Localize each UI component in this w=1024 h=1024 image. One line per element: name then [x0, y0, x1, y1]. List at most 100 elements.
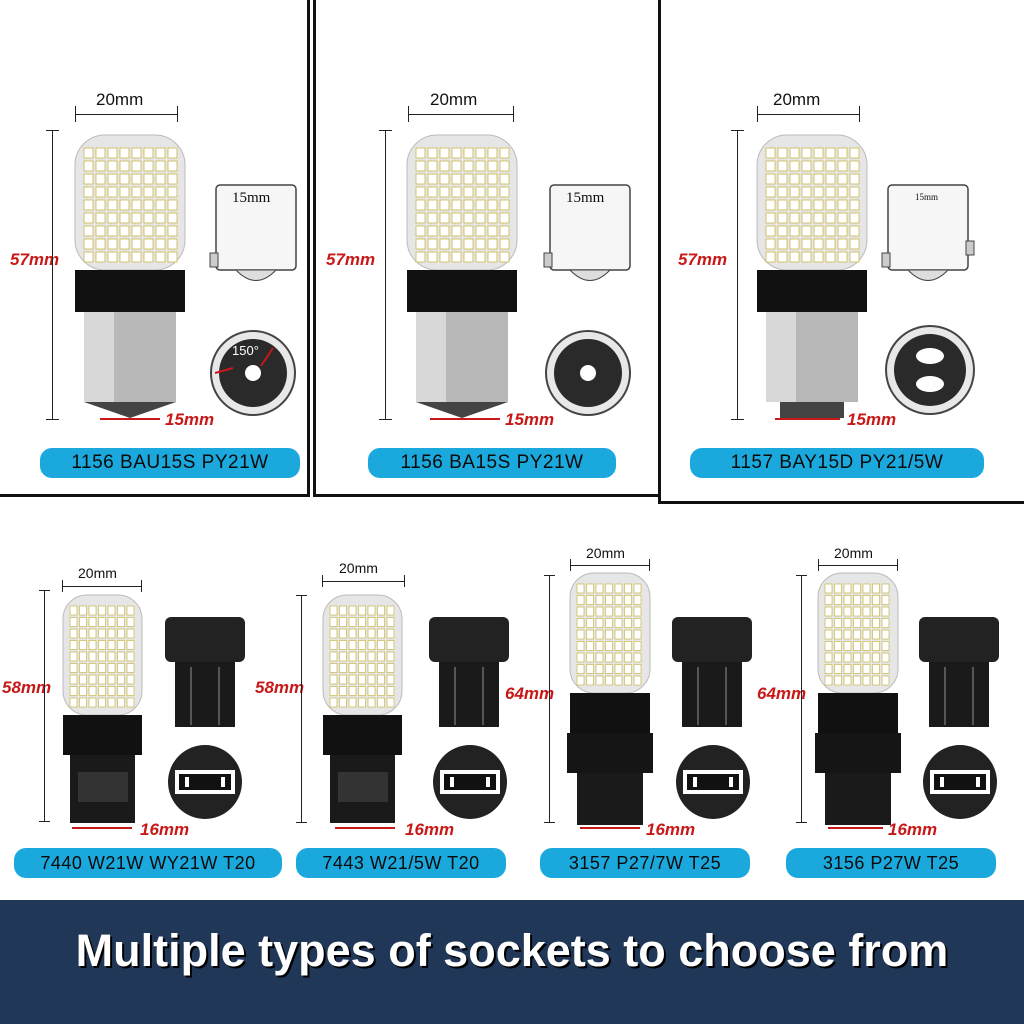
led-chip — [415, 186, 426, 198]
led-chip — [605, 606, 613, 617]
led-chip — [765, 238, 776, 250]
led-chip — [339, 640, 347, 650]
led-chip — [439, 199, 450, 211]
led-chip — [801, 251, 812, 263]
led-chip — [107, 651, 116, 662]
led-chip — [79, 663, 87, 673]
led-chip — [339, 697, 347, 708]
led-chip — [586, 583, 594, 594]
led-chip — [624, 629, 632, 640]
led-chip — [83, 186, 94, 198]
led-bulb-image — [406, 134, 518, 418]
base-line — [775, 418, 840, 420]
led-chip — [576, 664, 585, 674]
height-dimension: 57mm — [10, 250, 60, 269]
led-chip — [872, 583, 880, 594]
led-chip — [131, 186, 142, 198]
led-chip — [377, 686, 385, 696]
led-chip — [386, 617, 395, 627]
led-chip — [824, 652, 833, 663]
led-chip — [117, 617, 125, 627]
led-chip — [576, 595, 585, 605]
led-chip — [813, 225, 824, 237]
led-chip — [475, 160, 486, 172]
base-dimension: 16mm — [405, 820, 455, 839]
led-chip — [79, 674, 87, 685]
led-chip — [824, 664, 833, 674]
led-chip — [339, 617, 347, 627]
led-chip — [367, 651, 376, 662]
led-chip — [131, 160, 142, 172]
led-chip — [777, 160, 788, 172]
led-chip — [107, 238, 118, 250]
led-chip — [386, 686, 395, 696]
led-chip — [69, 628, 78, 639]
product-label-6: 3157 P27/7W T25 — [540, 848, 750, 878]
led-chip — [339, 663, 347, 673]
led-chip — [329, 617, 338, 627]
led-chip — [95, 160, 106, 172]
led-chip — [415, 199, 426, 211]
led-chip — [126, 651, 135, 662]
led-chip — [83, 251, 94, 263]
led-chip — [463, 186, 474, 198]
led-chip — [155, 147, 166, 159]
led-chip — [499, 173, 510, 185]
led-chip — [633, 629, 642, 640]
led-chip — [789, 147, 800, 159]
led-chip — [427, 251, 438, 263]
led-chip — [824, 629, 833, 640]
led-chip — [499, 147, 510, 159]
led-chip — [155, 238, 166, 250]
led-chip — [348, 640, 357, 650]
panel-frame-1 — [0, 0, 310, 497]
height-line — [52, 130, 53, 420]
led-chip — [499, 251, 510, 263]
product-label-5: 7443 W21/5W T20 — [296, 848, 506, 878]
led-chip — [789, 199, 800, 211]
led-chip — [69, 640, 78, 650]
led-chip — [451, 147, 462, 159]
led-chip — [377, 628, 385, 639]
led-chip — [789, 186, 800, 198]
height-line — [737, 130, 738, 420]
wedge-base-bottom-image — [676, 745, 750, 819]
led-chip — [586, 675, 594, 686]
led-chip — [377, 651, 385, 662]
footer-title: Multiple types of sockets to choose from — [75, 925, 949, 976]
led-chip — [107, 186, 118, 198]
led-bulb-image — [756, 134, 868, 418]
led-chip — [853, 641, 861, 651]
socket-width: 15mm — [915, 192, 939, 202]
led-chip — [849, 225, 860, 237]
led-chip — [95, 173, 106, 185]
led-chip — [499, 212, 510, 224]
led-chip — [386, 697, 395, 708]
led-chip — [117, 686, 125, 696]
socket-width: 15mm — [566, 190, 605, 206]
base-dimension: 15mm — [505, 410, 555, 429]
led-chip — [614, 675, 623, 686]
led-chip — [126, 674, 135, 685]
led-chip — [862, 652, 871, 663]
led-chip — [348, 617, 357, 627]
led-chip — [329, 640, 338, 650]
led-chip — [801, 212, 812, 224]
led-chip — [83, 212, 94, 224]
led-chip — [576, 618, 585, 628]
led-chip — [837, 251, 848, 263]
led-chip — [358, 651, 366, 662]
product-label-4: 7440 W21W WY21W T20 — [14, 848, 282, 878]
led-chip — [79, 686, 87, 696]
led-chip — [358, 628, 366, 639]
led-chip — [614, 641, 623, 651]
led-chip — [849, 238, 860, 250]
led-chip — [143, 173, 154, 185]
led-chip — [358, 697, 366, 708]
led-chip — [451, 238, 462, 250]
led-chip — [367, 640, 376, 650]
led-chip — [801, 238, 812, 250]
wedge-base-side-image — [429, 617, 509, 727]
led-chip — [499, 160, 510, 172]
led-chip — [107, 617, 116, 627]
